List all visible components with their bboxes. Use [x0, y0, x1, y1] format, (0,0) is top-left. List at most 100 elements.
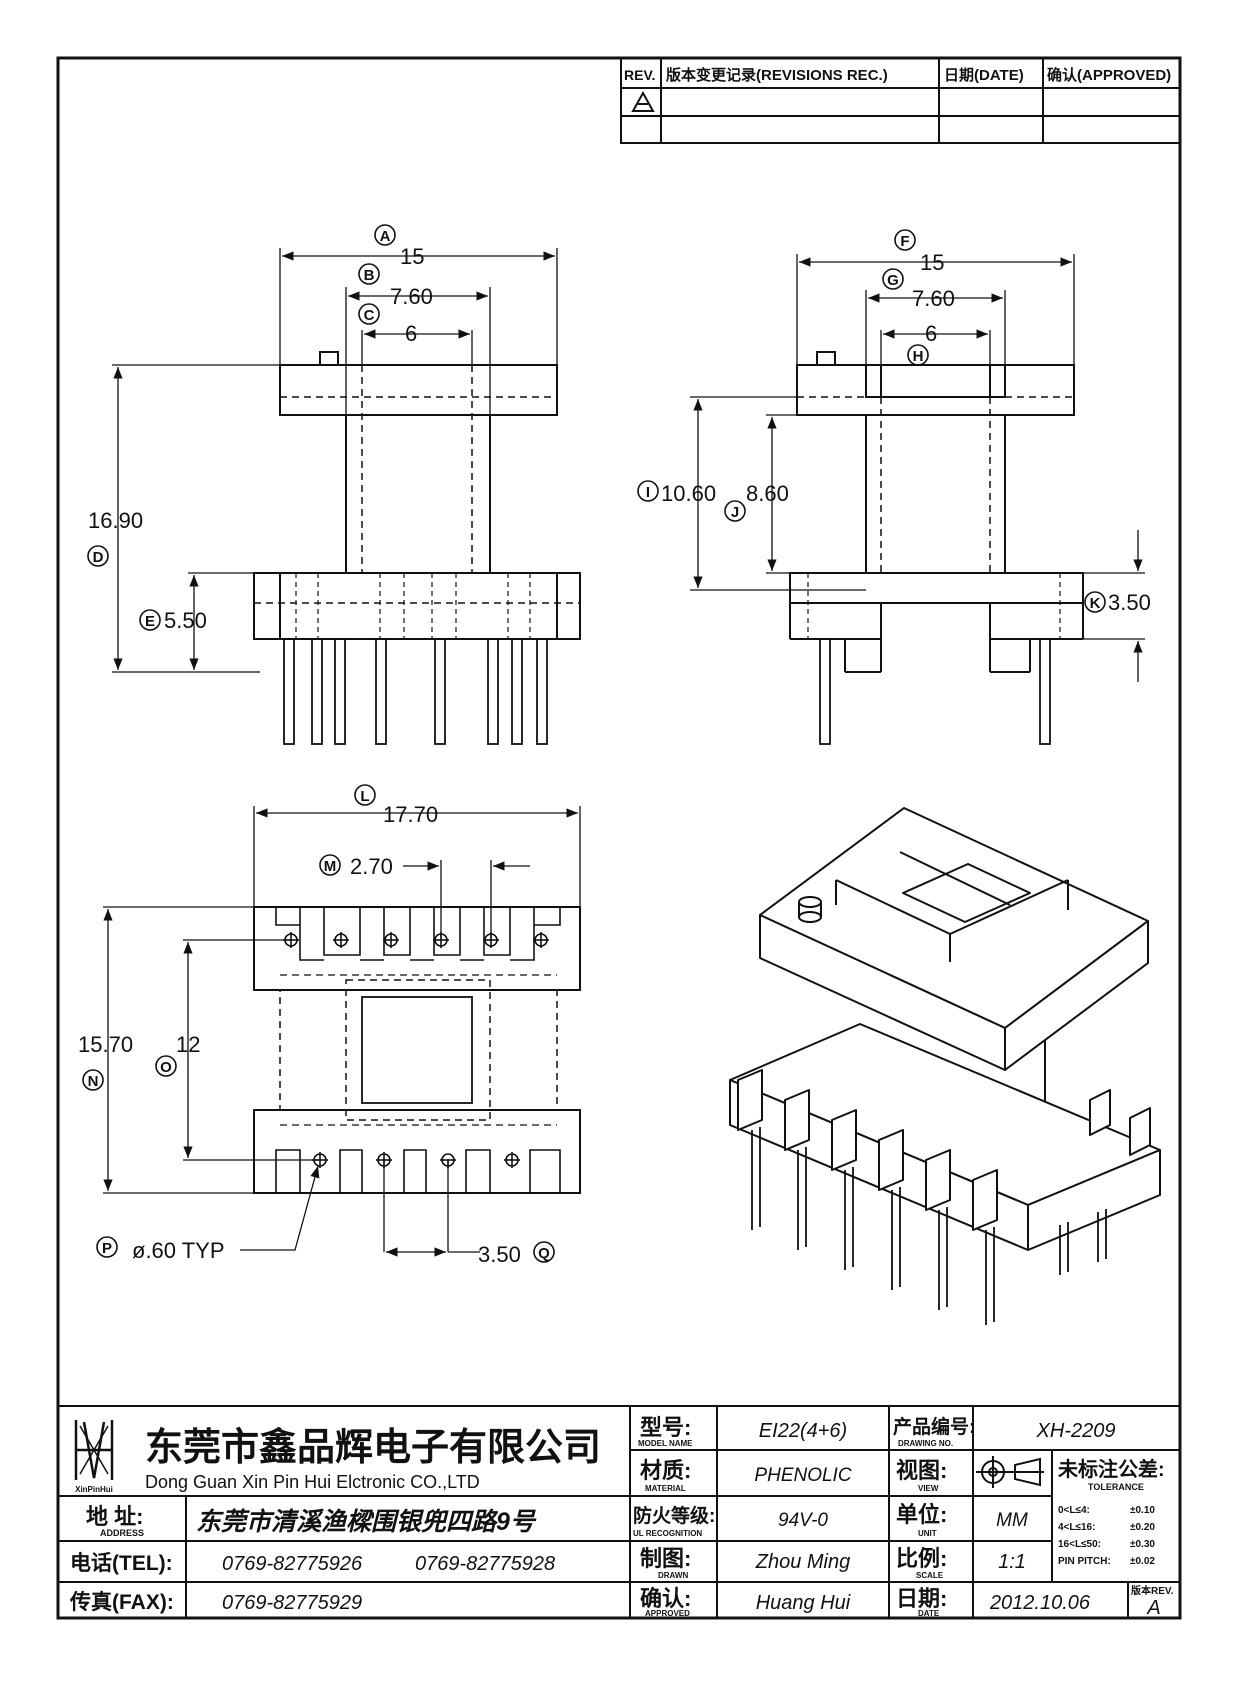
drawn-label: 制图:: [640, 1546, 691, 1571]
front-view-labels: A 15 B 7.60 C 6 16.90 D E 5.50: [87, 224, 433, 633]
tel-label: 电话(TEL):: [70, 1552, 173, 1575]
dim-value-g: 7.60: [912, 286, 955, 311]
model-value: EI22(4+6): [759, 1420, 847, 1442]
flame-label-en: UL RECOGNITION: [633, 1529, 702, 1538]
dim-value-e: 5.50: [164, 608, 207, 633]
unit-label: 单位:: [896, 1502, 947, 1527]
bottom-view: [103, 806, 581, 1257]
dim-letter-c: C: [364, 307, 375, 324]
material-label: 材质:: [640, 1458, 691, 1483]
dim-letter-n: N: [88, 1073, 99, 1090]
material-value: PHENOLIC: [754, 1465, 851, 1486]
fax-label: 传真(FAX):: [69, 1590, 174, 1614]
front-view: [112, 248, 581, 745]
dim-value-j: 8.60: [746, 481, 789, 506]
tel-value-1: 0769-82775926: [222, 1553, 363, 1575]
company-logo: [74, 1420, 114, 1480]
dim-value-l: 17.70: [383, 802, 438, 827]
tolerance-range: 16<L≤50:: [1058, 1539, 1101, 1550]
flame-label: 防火等级:: [633, 1504, 715, 1527]
dim-value-p: ø.60 TYP: [132, 1238, 225, 1263]
dim-letter-e: E: [145, 613, 155, 630]
tolerance-value: ±0.30: [1130, 1539, 1155, 1550]
dim-value-k: 3.50: [1108, 590, 1151, 615]
tolerance-table: 0<L≤4: ±0.10 4<L≤16: ±0.20 16<L≤50: ±0.3…: [1058, 1505, 1155, 1567]
dim-value-n: 15.70: [78, 1032, 133, 1057]
dim-letter-g: G: [887, 272, 899, 289]
revision-approved-header: 确认(APPROVED): [1047, 66, 1171, 84]
model-label-en: MODEL NAME: [638, 1439, 693, 1448]
dim-letter-m: M: [324, 858, 337, 875]
drawing-no-label-en: DRAWING NO.: [898, 1439, 953, 1448]
dim-letter-j: J: [731, 504, 739, 521]
scale-label-en: SCALE: [916, 1571, 944, 1580]
unit-value: MM: [996, 1510, 1028, 1531]
dim-value-q: 3.50: [478, 1242, 521, 1267]
date-value: 2012.10.06: [989, 1592, 1091, 1614]
dim-letter-d: D: [93, 549, 104, 566]
dim-letter-a: A: [380, 228, 391, 245]
dim-letter-k: K: [1090, 595, 1101, 612]
tolerance-value: ±0.02: [1130, 1556, 1155, 1567]
dim-value-f: 15: [920, 250, 944, 275]
tolerance-value: ±0.10: [1130, 1505, 1155, 1516]
tel-value-2: 0769-82775928: [415, 1553, 555, 1575]
dim-value-c: 6: [405, 321, 417, 346]
dim-letter-l: L: [360, 788, 369, 805]
address-label: 地 址:: [86, 1504, 143, 1529]
tolerance-label: 未标注公差:: [1058, 1457, 1165, 1481]
approved-value: Huang Hui: [756, 1592, 851, 1614]
flame-value: 94V-0: [778, 1510, 828, 1531]
material-label-en: MATERIAL: [645, 1484, 686, 1493]
dim-letter-b: B: [364, 267, 375, 284]
approved-label-en: APPROVED: [645, 1609, 690, 1618]
view-label-en: VIEW: [918, 1484, 939, 1493]
company-name-en: Dong Guan Xin Pin Hui Elctronic CO.,LTD: [145, 1472, 480, 1492]
projection-symbol-icon: [976, 1456, 1044, 1488]
side-view-labels: F 15 G 7.60 6 H I 10.60 J 8.60 K 3.50: [637, 229, 1151, 615]
drawn-label-en: DRAWN: [658, 1571, 688, 1580]
dim-letter-h: H: [913, 348, 924, 365]
bottom-view-labels: L 17.70 M 2.70 15.70 N O 12 P ø.60 TYP 3…: [78, 784, 555, 1267]
approved-label: 确认:: [640, 1586, 691, 1611]
scale-value: 1:1: [998, 1551, 1026, 1573]
dim-letter-o: O: [160, 1059, 172, 1076]
drawing-no-value: XH-2209: [1036, 1420, 1116, 1442]
date-label-en: DATE: [918, 1609, 940, 1618]
address-label-en: ADDRESS: [100, 1528, 144, 1538]
revision-record-header: 版本变更记录(REVISIONS REC.): [666, 66, 888, 84]
rev-label: 版本REV.: [1131, 1584, 1174, 1597]
model-label: 型号:: [640, 1415, 691, 1440]
dim-value-m: 2.70: [350, 854, 393, 879]
dim-letter-q: Q: [538, 1245, 550, 1262]
dim-letter-f: F: [900, 233, 909, 250]
tolerance-label-en: TOLERANCE: [1088, 1482, 1144, 1492]
dim-value-i: 10.60: [661, 481, 716, 506]
company-name-cn: 东莞市鑫品辉电子有限公司: [145, 1427, 601, 1469]
drawn-value: Zhou Ming: [755, 1551, 851, 1573]
rev-header: REV.: [624, 67, 655, 83]
tolerance-range: 0<L≤4:: [1058, 1505, 1090, 1516]
dim-value-a: 15: [400, 244, 424, 269]
date-label: 日期:: [896, 1586, 947, 1611]
side-view: [690, 254, 1145, 745]
revision-date-header: 日期(DATE): [944, 66, 1024, 84]
tolerance-range: PIN PITCH:: [1058, 1556, 1111, 1567]
rev-value: A: [1146, 1597, 1160, 1619]
dim-value-d: 16.90: [88, 508, 143, 533]
revision-block: [620, 57, 1181, 144]
tolerance-range: 4<L≤16:: [1058, 1522, 1095, 1533]
dim-letter-i: I: [646, 484, 650, 501]
fax-value: 0769-82775929: [222, 1592, 362, 1614]
drawing-no-label: 产品编号:: [893, 1415, 975, 1438]
view-label: 视图:: [896, 1458, 947, 1483]
logo-caption: XinPinHui: [75, 1485, 113, 1494]
scale-label: 比例:: [896, 1546, 947, 1571]
dim-letter-p: P: [102, 1240, 112, 1257]
tolerance-value: ±0.20: [1130, 1522, 1155, 1533]
unit-label-en: UNIT: [918, 1529, 937, 1538]
drawing-border: [56, 56, 1182, 1620]
isometric-view: [729, 807, 1161, 1325]
title-block: [57, 1405, 1181, 1619]
